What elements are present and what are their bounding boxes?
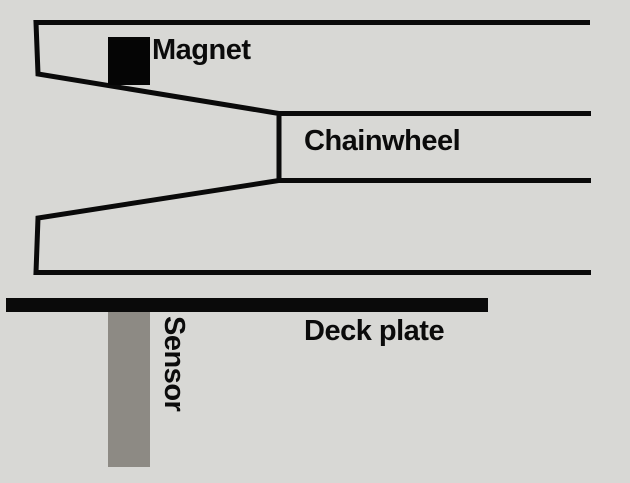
sensor-label: Sensor	[158, 316, 190, 412]
chainwheel-label: Chainwheel	[304, 125, 461, 157]
sensor-bar	[108, 312, 150, 467]
deck-plate-label: Deck plate	[304, 315, 445, 347]
magnet-label: Magnet	[152, 34, 251, 66]
deck-plate-bar	[6, 298, 488, 312]
magnet-rect	[108, 37, 150, 85]
chainwheel-outline	[33, 20, 591, 275]
